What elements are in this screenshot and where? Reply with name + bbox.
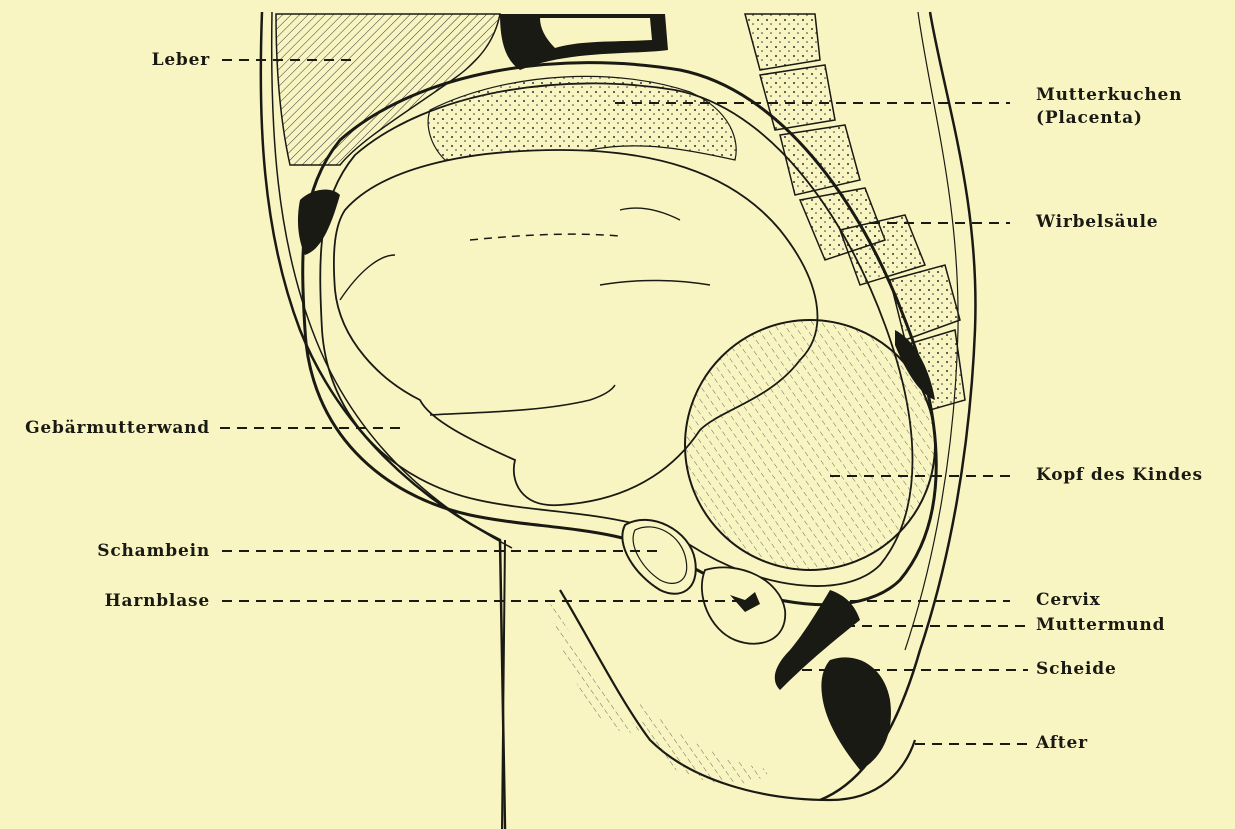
label-mutterkuchen: Mutterkuchen [1036,85,1182,105]
perineal-hair [640,700,770,784]
pubic-hair [550,600,640,733]
label-placenta: (Placenta) [1036,108,1143,128]
label-scheide: Scheide [1036,659,1117,679]
intestine-dark-left [298,190,340,255]
label-cervix: Cervix [1036,590,1101,610]
placenta-shape [428,76,736,160]
label-harnblase: Harnblase [105,591,210,611]
label-muttermund: Muttermund [1036,615,1165,635]
label-schambein: Schambein [97,541,210,561]
rectum-dark [821,657,891,770]
fetal-head [685,320,935,570]
label-after: After [1036,733,1088,753]
label-wirbelsaeule: Wirbelsäule [1036,212,1158,232]
label-kopf-des-kindes: Kopf des Kindes [1036,465,1203,485]
label-gebaermutterwand: Gebärmutterwand [25,418,210,438]
label-leber: Leber [152,50,210,70]
